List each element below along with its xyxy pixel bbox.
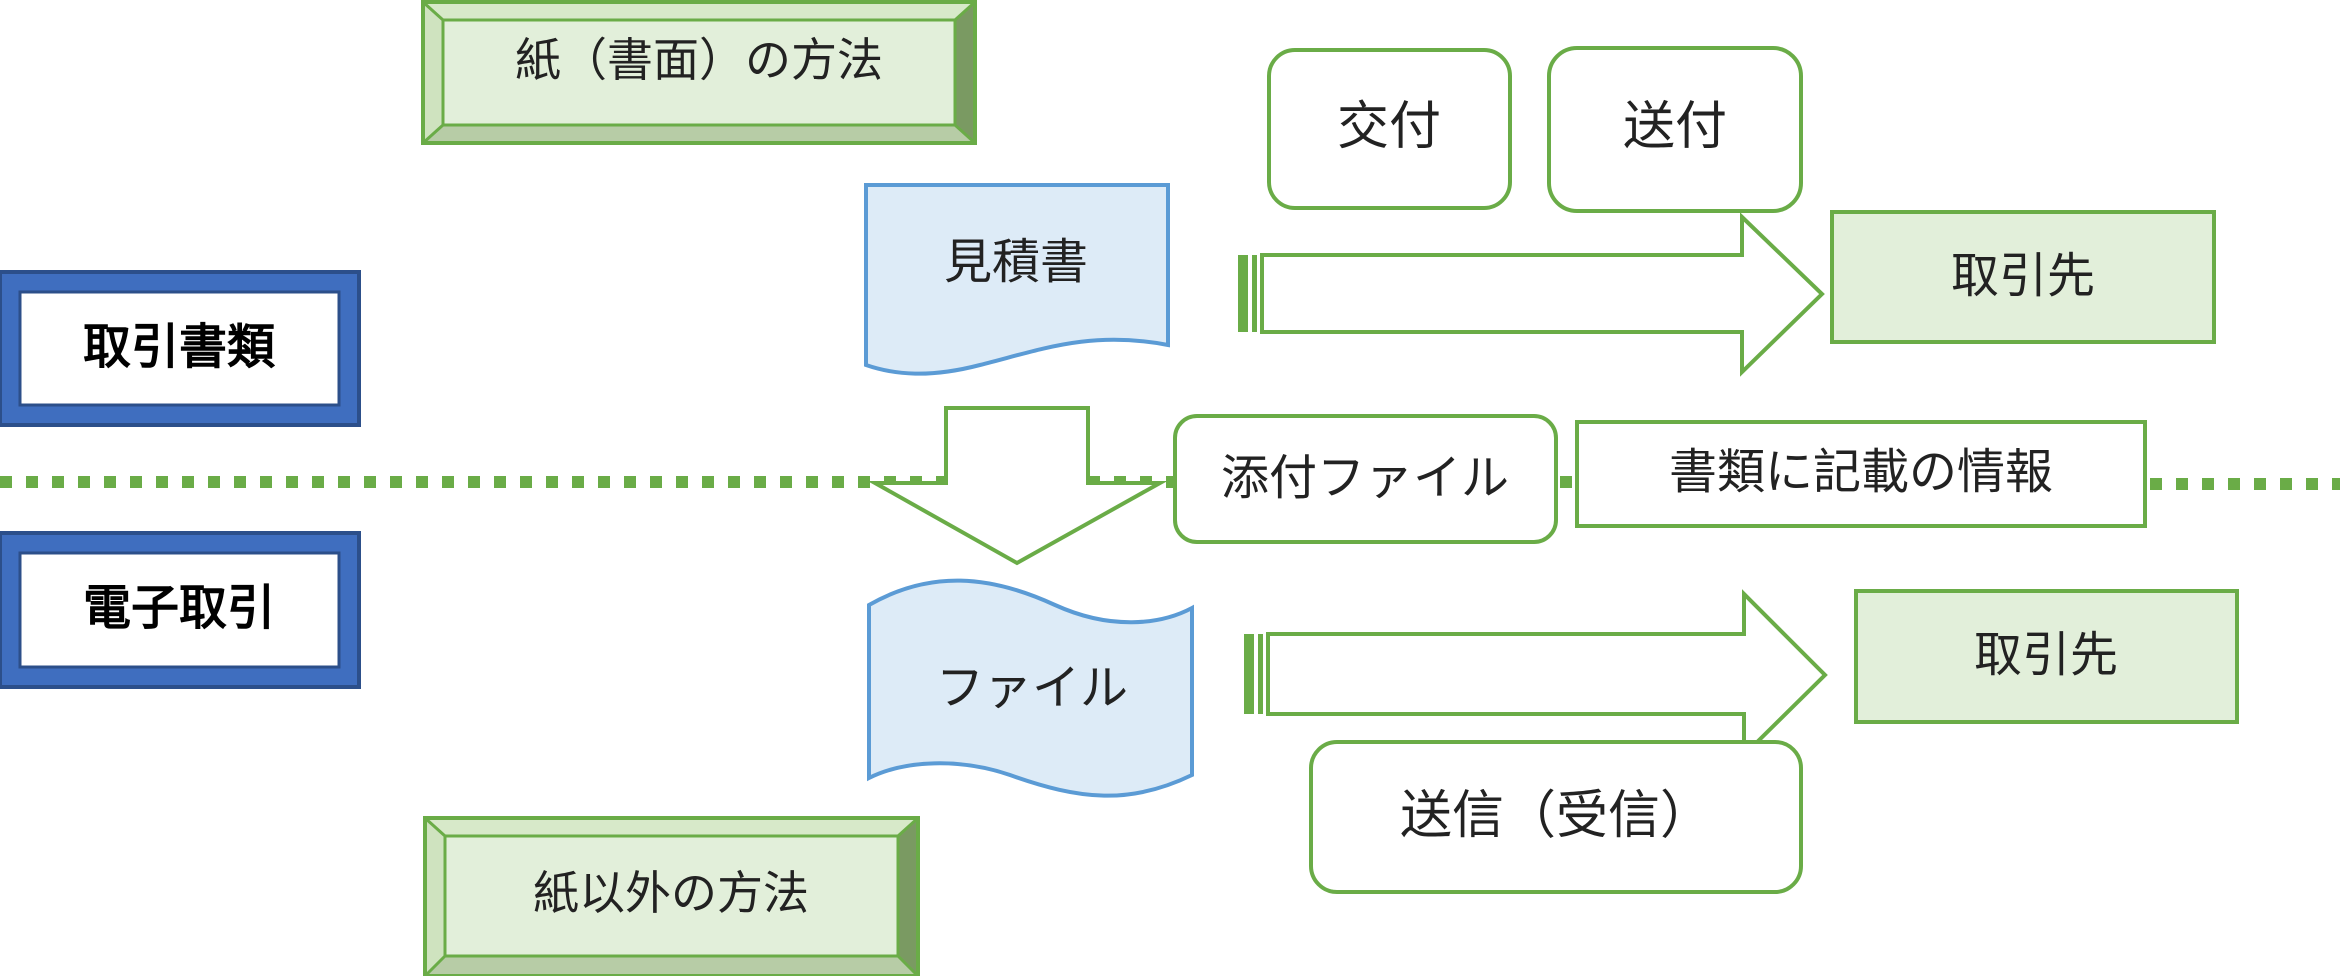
counterparty-bottom-box: 取引先 [1854,589,2239,724]
delivery-box: 交付 [1267,48,1512,210]
counterparty-top-box: 取引先 [1830,210,2216,344]
paper-method-box: 紙（書面）の方法 [421,0,977,145]
sending-label: 送付 [1623,97,1727,157]
non-paper-method-box: 紙以外の方法 [423,816,920,976]
transaction-documents-label: 取引書類 [83,319,276,375]
file-label: ファイル [936,660,1128,716]
document-info-box: 書類に記載の情報 [1575,420,2147,528]
down-arrow [867,406,1168,566]
file-tape-shape: ファイル [867,578,1194,798]
send-receive-box: 送信（受信） [1309,740,1803,894]
delivery-label: 交付 [1337,97,1441,157]
arrow-to-counterparty-bottom [1244,589,1828,760]
attachment-file-label: 添付ファイル [1221,450,1509,506]
divider-line [0,476,2340,490]
counterparty-top-label: 取引先 [1951,248,2095,304]
non-paper-method-label: 紙以外の方法 [533,866,809,920]
document-info-label: 書類に記載の情報 [1669,444,2053,500]
estimate-document-shape: 見積書 [864,183,1170,376]
electronic-transaction-label: 電子取引 [83,580,275,636]
send-receive-label: 送信（受信） [1400,786,1712,846]
electronic-transaction-box: 電子取引 [0,531,361,689]
sending-box: 送付 [1547,46,1803,213]
transaction-documents-box: 取引書類 [0,270,361,427]
arrow-to-counterparty-top [1238,212,1825,377]
counterparty-bottom-label: 取引先 [1974,627,2118,683]
paper-method-label: 紙（書面）の方法 [515,33,883,87]
attachment-file-box: 添付ファイル [1173,414,1558,544]
estimate-label: 見積書 [944,234,1088,290]
